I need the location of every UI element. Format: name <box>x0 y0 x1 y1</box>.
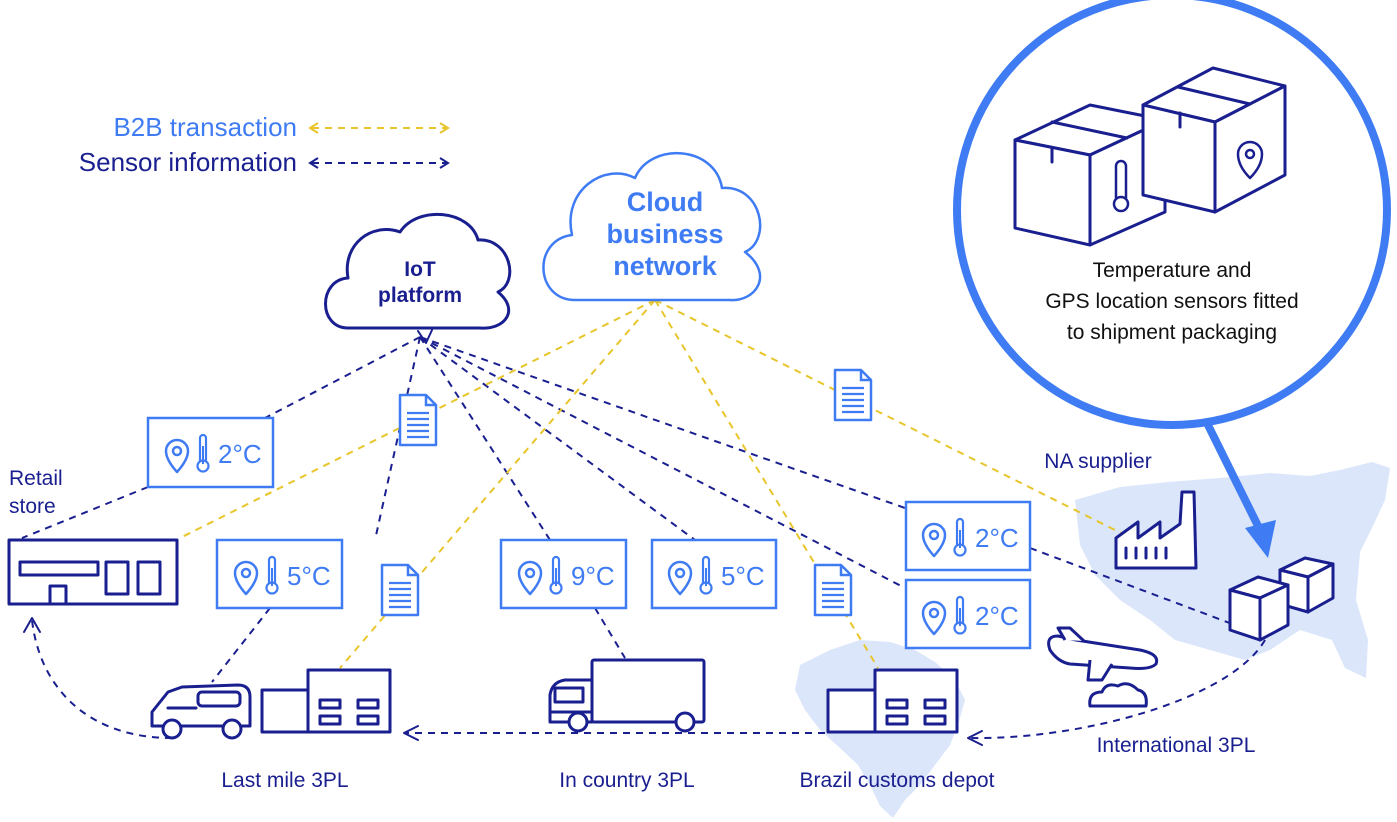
warehouse-icon <box>826 668 959 734</box>
north-america-map <box>1075 462 1390 678</box>
cloud-icon <box>1088 682 1148 708</box>
callout-line-2: GPS location sensors fitted <box>1045 290 1298 313</box>
document-icon <box>833 368 873 422</box>
sensor-box-supplier: 2°C <box>904 500 1032 572</box>
sensor-lines <box>21 336 1266 740</box>
business-cloud-line-3: network <box>613 251 718 281</box>
sensor-temp-incountry: 9°C <box>571 561 615 591</box>
iot-cloud-line-2: platform <box>378 284 462 307</box>
sensor-temp-international: 2°C <box>975 601 1019 631</box>
document-icon <box>380 563 420 617</box>
store-icon <box>7 538 179 606</box>
iot-platform-cloud: IoT platform <box>324 212 512 330</box>
last-mile-label: Last mile 3PL <box>221 769 348 792</box>
arrow-to-iot <box>417 329 433 344</box>
arrow-to-store <box>23 617 41 633</box>
sensor-box-incountry: 9°C <box>499 538 628 610</box>
retail-label-line-2: store <box>9 495 56 518</box>
callout-line-3: to shipment packaging <box>1067 321 1277 344</box>
retail-label-line-1: Retail <box>9 467 63 490</box>
arrow-to-lastmile <box>403 725 419 741</box>
sensor-box-retail: 2°C <box>146 416 275 489</box>
iot-cloud-line-1: IoT <box>404 258 436 281</box>
sensor-callout: Temperature and GPS location sensors fit… <box>953 0 1391 558</box>
sensor-temp-supplier: 2°C <box>975 523 1019 553</box>
document-icon <box>398 393 438 447</box>
package-icon <box>1278 556 1335 614</box>
truck-icon <box>548 658 706 733</box>
supplier-label: NA supplier <box>1044 450 1151 473</box>
sensor-temp-retail: 2°C <box>218 439 262 469</box>
warehouse-icon <box>260 668 392 734</box>
legend-sensor-label: Sensor information <box>79 147 297 177</box>
cloud-business-network: Cloud business network <box>542 151 762 302</box>
document-icon <box>813 563 853 617</box>
factory-icon <box>1114 490 1198 570</box>
sensor-box-lastmile: 5°C <box>215 538 344 610</box>
sensor-box-international: 2°C <box>904 578 1032 650</box>
customs-label: Brazil customs depot <box>800 769 995 792</box>
package-location-icon <box>1141 66 1287 214</box>
business-cloud-line-1: Cloud <box>627 187 703 217</box>
van-icon <box>150 683 252 740</box>
sensor-temp-customs: 5°C <box>721 561 765 591</box>
international-label: International 3PL <box>1097 734 1256 757</box>
in-country-label: In country 3PL <box>559 769 694 792</box>
arrow-to-customs <box>967 730 983 746</box>
airplane-icon <box>1047 626 1159 682</box>
business-cloud-line-2: business <box>606 219 723 249</box>
sensor-temp-lastmile: 5°C <box>287 561 331 591</box>
package-icon <box>1228 575 1290 642</box>
legend-b2b-label: B2B transaction <box>113 112 297 142</box>
legend: B2B transaction Sensor information <box>79 112 450 177</box>
sensor-box-customs: 5°C <box>650 538 778 610</box>
callout-line-1: Temperature and <box>1093 259 1252 282</box>
